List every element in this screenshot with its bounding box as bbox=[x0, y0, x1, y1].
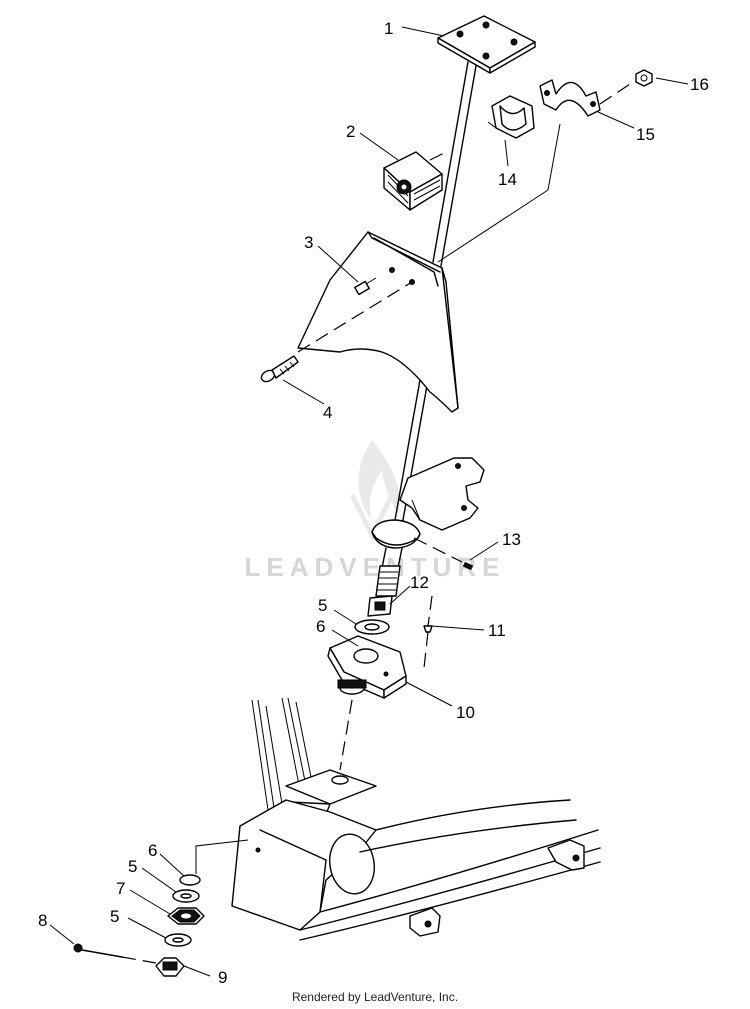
callout-14: 14 bbox=[498, 170, 517, 189]
credit-text: Rendered by LeadVenture, Inc. bbox=[291, 990, 459, 1004]
part-11-screw bbox=[423, 595, 433, 669]
callout-9: 9 bbox=[218, 968, 227, 987]
column-bracket bbox=[399, 457, 485, 531]
callout-6-lower: 6 bbox=[148, 841, 157, 860]
callout-1: 1 bbox=[384, 19, 393, 38]
part-14-clamp-half bbox=[487, 95, 535, 139]
shaft-collar bbox=[371, 519, 421, 597]
part-9-castle-nut bbox=[155, 957, 211, 977]
callout-3: 3 bbox=[304, 233, 313, 252]
watermark-text: LEADVENTURE bbox=[244, 552, 506, 582]
callout-6-upper: 6 bbox=[316, 617, 325, 636]
part-8-cotter-pin bbox=[73, 943, 157, 964]
callout-13: 13 bbox=[502, 530, 521, 549]
part-5-washer-upper bbox=[354, 619, 390, 635]
callout-5-lower-1: 5 bbox=[128, 857, 137, 876]
callout-5-lower-2: 5 bbox=[110, 907, 119, 926]
callout-labels: 1 2 3 4 14 15 16 13 12 11 10 5 6 6 5 7 5… bbox=[38, 19, 709, 987]
callout-8: 8 bbox=[38, 911, 47, 930]
part-2-bushing-block bbox=[383, 151, 443, 211]
part-1-mounting-plate bbox=[437, 15, 536, 74]
part-15-u-clamp bbox=[539, 79, 601, 117]
callout-7: 7 bbox=[116, 879, 125, 898]
chassis-frame bbox=[231, 697, 601, 941]
part-6-washer-lower bbox=[179, 874, 201, 886]
part-5-washer-lower-2 bbox=[164, 933, 192, 947]
part-5-washer-lower-1 bbox=[172, 889, 200, 903]
callout-15: 15 bbox=[636, 125, 655, 144]
callout-5-upper: 5 bbox=[318, 596, 327, 615]
watermark-logo bbox=[349, 440, 400, 541]
part-10-gear-housing bbox=[327, 635, 407, 699]
part-12-coupling bbox=[367, 595, 393, 617]
part-3-screw bbox=[354, 277, 377, 296]
callout-16: 16 bbox=[690, 75, 709, 94]
callout-11: 11 bbox=[488, 621, 506, 640]
part-7-nut bbox=[167, 907, 205, 925]
steering-shaft bbox=[394, 61, 477, 521]
callout-10: 10 bbox=[456, 703, 475, 722]
part-16-nut bbox=[635, 69, 653, 87]
callout-4: 4 bbox=[323, 403, 332, 422]
callout-2: 2 bbox=[346, 122, 355, 141]
callout-12: 12 bbox=[410, 573, 429, 592]
leader-lines bbox=[49, 26, 689, 945]
part-4-bolt bbox=[260, 355, 299, 383]
part-13-set-screw bbox=[462, 561, 474, 571]
